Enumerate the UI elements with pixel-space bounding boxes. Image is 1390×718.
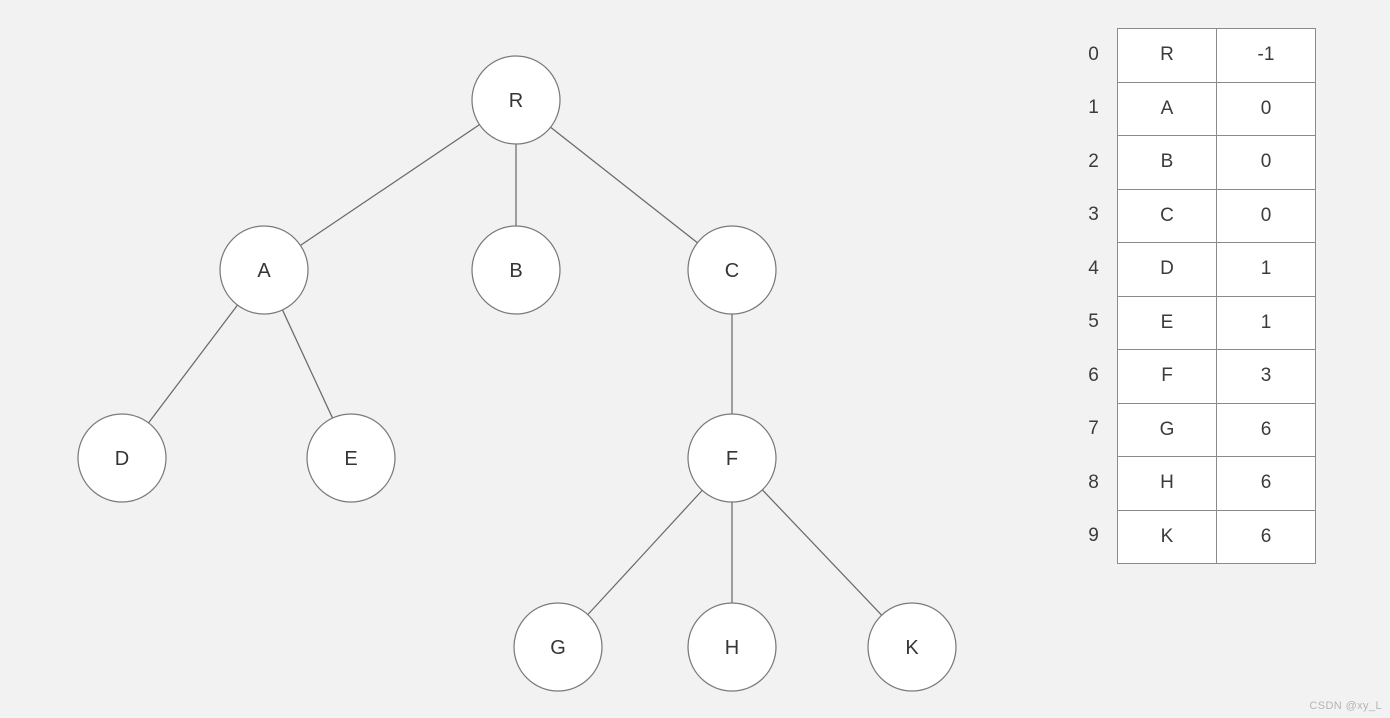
tree-node-g[interactable]: G	[513, 602, 603, 692]
tree-svg: R A B C D E F G H K	[77, 55, 957, 692]
tree-node-f[interactable]: F	[687, 413, 777, 503]
array-parent-cell-3: 0	[1216, 188, 1316, 243]
tree-node-c[interactable]: C	[687, 225, 777, 315]
node-label-r: R	[509, 90, 523, 112]
tree-node-b[interactable]: B	[471, 225, 561, 315]
node-label-g: G	[550, 637, 566, 659]
node-label-c: C	[725, 260, 739, 282]
array-parent-cell-8: 6	[1216, 456, 1316, 511]
array-index-8: 8	[1088, 471, 1099, 493]
tree-node-e[interactable]: E	[306, 413, 396, 503]
array-key-cell-5: E	[1117, 295, 1217, 350]
array-key-cell-6: F	[1117, 349, 1217, 404]
array-index-3: 3	[1088, 204, 1099, 226]
node-label-e: E	[344, 448, 357, 470]
array-key-cell-1: A	[1117, 81, 1217, 136]
array-key-cell-8: H	[1117, 456, 1217, 511]
node-circle-k	[867, 602, 957, 692]
node-circle-c	[687, 225, 777, 315]
array-index-1: 1	[1088, 97, 1099, 119]
array-key-cell-2: B	[1117, 135, 1217, 190]
node-circle-e	[306, 413, 396, 503]
tree-diagram: R A B C D E F G H K	[77, 55, 957, 692]
array-parent-cell-1: 0	[1216, 81, 1316, 136]
tree-edge-f-k	[761, 489, 883, 616]
node-circle-f	[687, 413, 777, 503]
table-row: R-1	[1117, 28, 1316, 83]
array-index-9: 9	[1088, 525, 1099, 547]
array-index-6: 6	[1088, 364, 1099, 386]
tree-node-h[interactable]: H	[687, 602, 777, 692]
watermark-text: CSDN @xy_L	[1309, 700, 1382, 712]
array-parent-cell-4: 1	[1216, 242, 1316, 297]
array-parent-cell-7: 6	[1216, 402, 1316, 457]
array-parent-cell-6: 3	[1216, 349, 1316, 404]
array-parent-cell-0: -1	[1216, 28, 1316, 83]
tree-edge-r-a	[300, 124, 480, 246]
node-circle-d	[77, 413, 167, 503]
node-label-k: K	[905, 637, 919, 659]
tree-edges-group	[148, 124, 883, 616]
node-label-f: F	[726, 448, 738, 470]
array-index-2: 2	[1088, 150, 1099, 172]
node-label-d: D	[115, 448, 129, 470]
node-label-b: B	[509, 260, 522, 282]
node-circle-h	[687, 602, 777, 692]
array-index-5: 5	[1088, 311, 1099, 333]
tree-edge-f-g	[587, 489, 703, 616]
node-label-a: A	[257, 260, 271, 282]
tree-edge-a-e	[281, 309, 334, 419]
array-parent-cell-5: 1	[1216, 295, 1316, 350]
array-index-4: 4	[1088, 257, 1099, 279]
array-index-column: 0 1 2 3 4 5 6 7 8 9	[1070, 28, 1117, 563]
array-parent-cell-2: 0	[1216, 135, 1316, 190]
array-key-cell-4: D	[1117, 242, 1217, 297]
array-parent-cell-9: 6	[1216, 509, 1316, 564]
array-key-cell-0: R	[1117, 28, 1217, 83]
tree-node-a[interactable]: A	[219, 225, 309, 315]
array-index-7: 7	[1088, 418, 1099, 440]
node-circle-a	[219, 225, 309, 315]
node-circle-g	[513, 602, 603, 692]
node-circle-b	[471, 225, 561, 315]
tree-nodes-group: R A B C D E F G H K	[77, 55, 957, 692]
node-label-h: H	[725, 637, 739, 659]
tree-edge-a-d	[148, 304, 238, 424]
tree-node-r[interactable]: R	[471, 55, 561, 145]
array-key-cell-3: C	[1117, 188, 1217, 243]
tree-edge-r-c	[550, 126, 698, 244]
array-key-cell-9: K	[1117, 509, 1217, 564]
array-index-0: 0	[1088, 43, 1099, 65]
tree-node-k[interactable]: K	[867, 602, 957, 692]
tree-node-d[interactable]: D	[77, 413, 167, 503]
node-circle-r	[471, 55, 561, 145]
array-key-cell-7: G	[1117, 402, 1217, 457]
